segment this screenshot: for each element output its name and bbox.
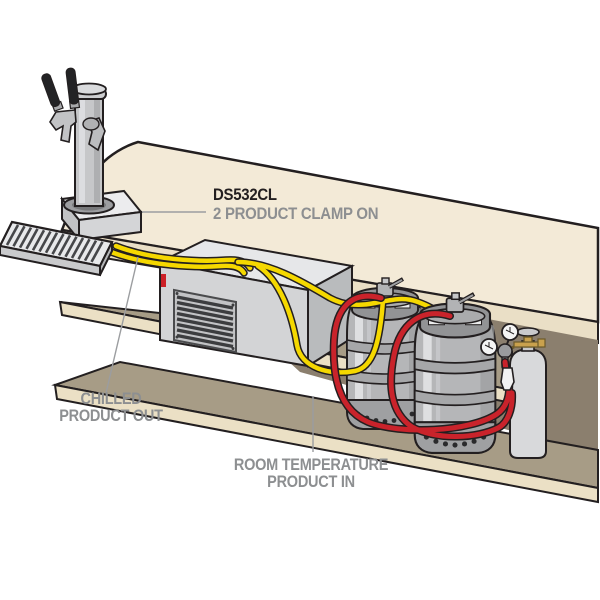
- co2-tank: [480, 323, 547, 459]
- tank-valve: [513, 336, 546, 348]
- tap-handle-left: [41, 73, 61, 108]
- label-model-number: DS532CL: [213, 186, 277, 204]
- faucet-right: [65, 67, 106, 152]
- product-line-keg-left: [255, 263, 386, 375]
- chiller-vent-grille: [173, 288, 237, 354]
- label-room-temp-line2: PRODUCT IN: [267, 473, 355, 491]
- product-lines-to-kegs: [234, 258, 451, 377]
- gas-line-keg-left: [331, 293, 512, 433]
- tank-cap: [516, 327, 540, 337]
- faucet-left: [41, 73, 77, 143]
- label-chilled-out-line1: CHILLED: [80, 390, 141, 408]
- beer-tower: [41, 67, 143, 243]
- chiller-badge: [161, 274, 166, 287]
- label-room-temp-line1: ROOM TEMPERATURE: [234, 456, 388, 474]
- co2-regulator: [480, 323, 519, 368]
- label-chilled-out-line2: PRODUCT OUT: [59, 407, 163, 425]
- leader-line-chilled: [105, 256, 139, 394]
- gas-wye-fitting: [500, 367, 515, 391]
- bottom-shelf-edge: [53, 383, 599, 504]
- label-model-subtitle: 2 PRODUCT CLAMP ON: [213, 205, 378, 223]
- tap-handle-right: [65, 67, 80, 105]
- product-line-keg-right: [235, 259, 450, 321]
- regulator-body: [497, 343, 513, 359]
- drip-tray: [0, 220, 114, 277]
- product-line-2: [108, 249, 247, 276]
- bottom-shelf: [51, 360, 599, 504]
- gas-line-keg-right: [388, 311, 515, 439]
- leader-lines: [105, 211, 314, 452]
- drip-tray-slats: [5, 224, 104, 263]
- gas-lines: [329, 292, 517, 441]
